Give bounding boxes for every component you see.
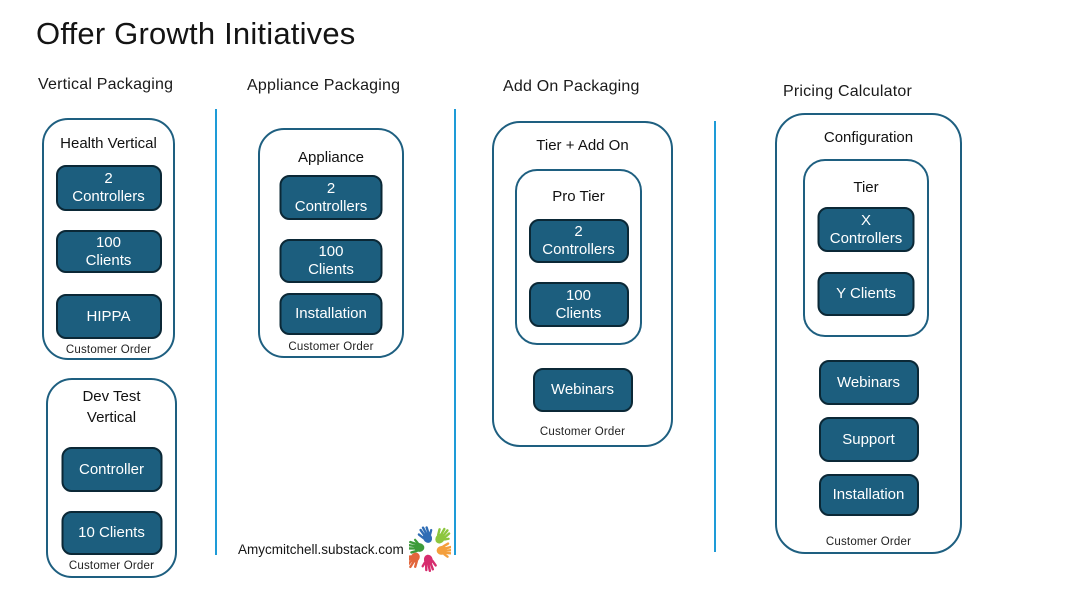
column-header-vertical-packaging: Vertical Packaging [38,76,174,93]
container-configuration: Configuration Tier X Controllers Y Clien… [775,113,962,554]
item-box-controller: Controller [61,447,162,492]
column-header-pricing-calculator: Pricing Calculator [783,83,912,100]
item-box-y-clients: Y Clients [817,272,915,316]
item-box-installation: Installation [279,293,383,335]
divider-line-3 [714,121,716,552]
item-box-hippa: HIPPA [55,294,162,339]
container-title: Tier [853,179,879,196]
column-header-appliance-packaging: Appliance Packaging [247,77,401,94]
item-box-2-controllers: 2 Controllers [279,175,383,220]
container-title: Appliance [298,149,364,166]
divider-line-1 [215,109,217,555]
item-box-100-clients: 100 Clients [279,239,383,283]
divider-line-2 [454,109,456,555]
container-title: Pro Tier [552,188,605,205]
item-box-webinars: Webinars [818,360,919,405]
item-box-2-controllers: 2 Controllers [55,165,162,211]
container-health-vertical: Health Vertical 2 Controllers 100 Client… [42,118,175,360]
page-title: Offer Growth Initiatives [36,16,356,51]
customer-order-label: Customer Order [825,536,912,548]
container-title: Dev Test Vertical [82,388,141,426]
container-title: Health Vertical [60,135,157,152]
item-box-x-controllers: X Controllers [817,207,915,252]
container-title: Tier + Add On [536,137,629,154]
item-box-installation: Installation [818,474,919,516]
item-box-100-clients: 100 Clients [528,282,629,327]
item-box-10-clients: 10 Clients [61,511,162,555]
item-box-webinars: Webinars [532,368,633,412]
container-pro-tier: Pro Tier 2 Controllers 100 Clients [515,169,642,345]
customer-order-label: Customer Order [65,344,152,356]
item-box-2-controllers: 2 Controllers [528,219,629,263]
container-dev-test-vertical: Dev Test Vertical Controller 10 Clients … [46,378,177,578]
container-tier-add-on: Tier + Add On Pro Tier 2 Controllers 100… [492,121,673,447]
customer-order-label: Customer Order [68,560,155,572]
item-box-support: Support [818,417,919,462]
container-appliance: Appliance 2 Controllers 100 Clients Inst… [258,128,404,358]
column-header-add-on-packaging: Add On Packaging [503,78,640,95]
customer-order-label: Customer Order [288,341,374,353]
substack-url: Amycmitchell.substack.com [238,542,404,557]
container-tier: Tier X Controllers Y Clients [803,159,929,337]
customer-order-label: Customer Order [539,426,626,438]
colorful-hands-logo-icon [409,525,451,573]
container-title: Configuration [823,129,914,146]
item-box-100-clients: 100 Clients [55,230,162,273]
